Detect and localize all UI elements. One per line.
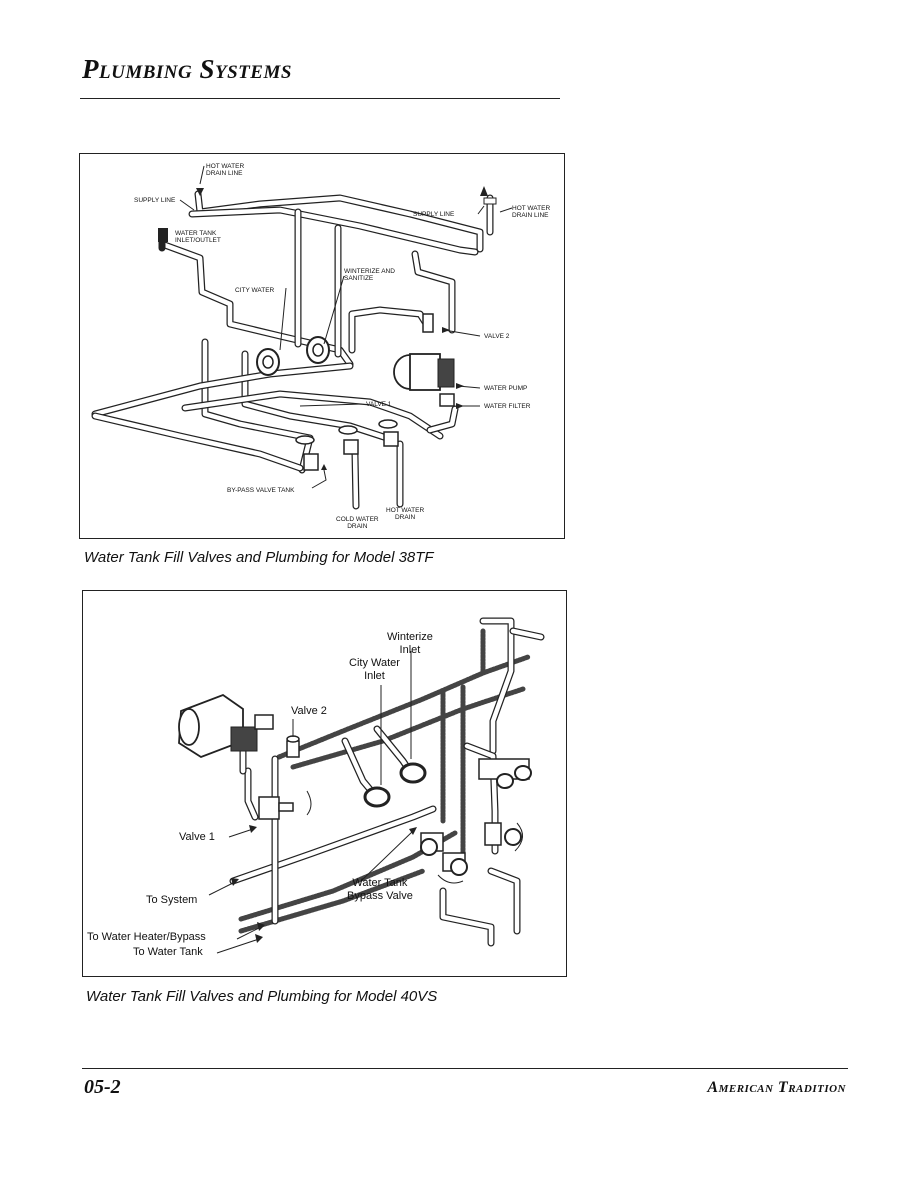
- header-divider: [80, 98, 560, 99]
- label-water-tank-bypass-valve: Water Tank Bypass Valve: [347, 877, 413, 902]
- label-to-system: To System: [146, 894, 198, 906]
- label-supply-line-right: SUPPLY LINE: [413, 211, 455, 218]
- label-hot-water-drain-line-right: HOT WATER DRAIN LINE: [512, 205, 551, 219]
- label-city-water: CITY WATER: [235, 287, 275, 294]
- figure-40vs-diagram: Winterize Inlet City Water Inlet Valve 2…: [82, 590, 567, 977]
- figure-caption-40vs: Water Tank Fill Valves and Plumbing for …: [86, 988, 438, 1005]
- label-winterize-inlet: Winterize Inlet: [387, 631, 433, 656]
- label-water-tank-inlet-outlet: WATER TANK INLET/OUTLET: [175, 230, 221, 244]
- label-water-pump: WATER PUMP: [484, 385, 528, 392]
- label-cold-water-drain: COLD WATER DRAIN: [336, 516, 379, 530]
- label-valve-1: VALVE 1: [366, 401, 392, 408]
- label-bypass-valve-tank: BY-PASS VALVE TANK: [227, 487, 295, 494]
- page-title: Plumbing Systems: [82, 54, 292, 84]
- label-hot-water-drain-line-top: HOT WATER DRAIN LINE: [206, 163, 245, 177]
- label-valve-2: VALVE 2: [484, 333, 510, 340]
- label-valve-2: Valve 2: [291, 705, 327, 717]
- label-to-water-heater-bypass: To Water Heater/Bypass: [87, 931, 206, 943]
- label-water-filter: WATER FILTER: [484, 403, 531, 410]
- brand-name: American Tradition: [707, 1079, 846, 1096]
- label-winterize-and-sanitize: WINTERIZE AND SANITIZE: [344, 268, 395, 282]
- label-supply-line-left: SUPPLY LINE: [134, 197, 176, 204]
- footer-divider: [82, 1068, 848, 1069]
- plumbing-diagram-38tf: [91, 165, 513, 510]
- figure-38tf-diagram: HOT WATER DRAIN LINE SUPPLY LINE SUPPLY …: [79, 153, 565, 539]
- page-number: 05-2: [84, 1076, 121, 1098]
- label-valve-1: Valve 1: [179, 831, 215, 843]
- label-hot-water-drain: HOT WATER DRAIN: [386, 507, 425, 521]
- label-to-water-tank: To Water Tank: [133, 946, 203, 958]
- label-city-water-inlet: City Water Inlet: [349, 657, 400, 682]
- plumbing-diagram-40vs: [178, 617, 545, 954]
- figure-caption-38tf: Water Tank Fill Valves and Plumbing for …: [84, 549, 434, 566]
